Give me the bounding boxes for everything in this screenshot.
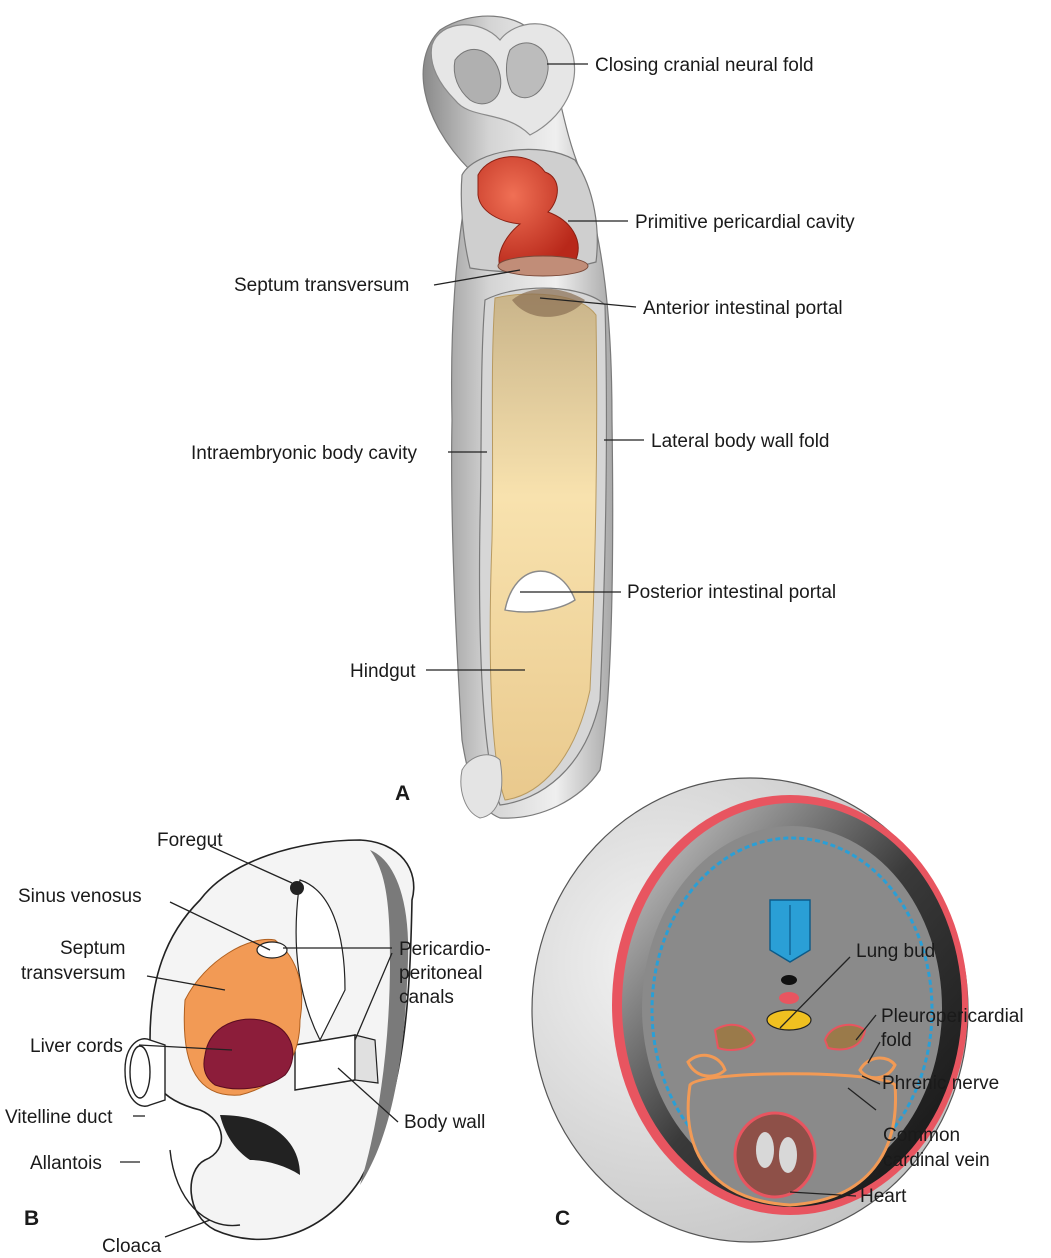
label-heart: Heart — [860, 1186, 907, 1207]
label-common-line1: Common — [883, 1125, 960, 1146]
label-vitelline-duct: Vitelline duct — [5, 1107, 113, 1128]
esophagus-c — [767, 1010, 811, 1030]
label-pericardio-line1: Pericardio- — [399, 939, 491, 960]
label-pleuro-line1: Pleuropericardial — [881, 1006, 1024, 1027]
panel-label-a: A — [395, 782, 410, 805]
panel-a-illustration — [423, 16, 613, 818]
label-septum-b-line1: Septum — [60, 938, 125, 959]
label-pleuro-line2: fold — [881, 1030, 912, 1051]
label-sinus-venosus: Sinus venosus — [18, 886, 142, 907]
label-primitive-pericardial-cavity: Primitive pericardial cavity — [635, 212, 855, 233]
label-cloaca: Cloaca — [102, 1236, 162, 1257]
label-pericardio-line3: canals — [399, 987, 454, 1008]
label-phrenic-nerve: Phrenic nerve — [882, 1073, 999, 1094]
label-pericardio-line2: peritoneal — [399, 963, 482, 984]
label-hindgut: Hindgut — [350, 661, 416, 682]
sinus-venosus-b — [257, 942, 287, 958]
label-common-line2: cardinal vein — [883, 1150, 990, 1171]
label-anterior-intestinal-portal: Anterior intestinal portal — [643, 298, 843, 319]
label-lateral-body-wall-fold: Lateral body wall fold — [651, 431, 830, 452]
label-lung-bud: Lung bud — [856, 941, 935, 962]
panel-b-illustration — [125, 840, 414, 1239]
label-allantois: Allantois — [30, 1153, 102, 1174]
label-septum-transversum-a: Septum transversum — [234, 275, 409, 296]
panel-label-c: C — [555, 1207, 570, 1230]
label-liver-cords: Liver cords — [30, 1036, 123, 1057]
label-posterior-intestinal-portal: Posterior intestinal portal — [627, 582, 836, 603]
hindgut-tube — [490, 294, 597, 800]
label-septum-b-line2: transversum — [21, 963, 126, 984]
foregut-b — [290, 881, 304, 895]
label-foregut: Foregut — [157, 830, 223, 851]
septum-transversum-disc — [498, 256, 588, 276]
label-closing-cranial-neural-fold: Closing cranial neural fold — [595, 55, 814, 76]
label-body-wall: Body wall — [404, 1112, 485, 1133]
body-wall-b — [295, 1035, 355, 1090]
panel-label-b: B — [24, 1207, 39, 1230]
label-intraembryonic-body-cavity: Intraembryonic body cavity — [191, 443, 417, 464]
heart-c — [735, 1113, 815, 1197]
